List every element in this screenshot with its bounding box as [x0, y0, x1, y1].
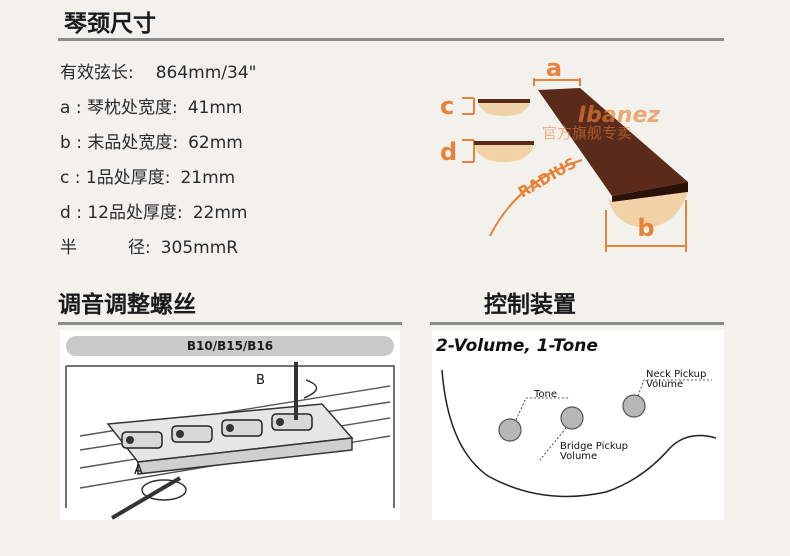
spec-label: d : 12品处厚度: — [60, 203, 183, 223]
saddle — [121, 431, 163, 449]
neck-volume-label-line2: Volume — [646, 379, 684, 390]
fretboard-edge — [612, 182, 688, 202]
spec-nut-width: a : 琴枕处宽度: 41mm — [60, 93, 242, 118]
neck-section-rule — [58, 38, 724, 41]
radius-label: RADIUS — [515, 154, 580, 202]
body-outline — [66, 365, 395, 508]
neck-volume-knob — [622, 394, 646, 418]
control-section-title: 控制装置 — [484, 292, 576, 318]
control-diagram-title: 2-Volume, 1-Tone — [436, 336, 598, 356]
neck-heel-profile — [608, 192, 688, 228]
neck-volume-label-line1: Neck Pickup — [646, 369, 707, 380]
tuning-section-rule — [58, 322, 402, 325]
rotation-arrow-a — [141, 479, 187, 501]
neck-section-title: 琴颈尺寸 — [64, 11, 156, 37]
dim-a-label: a — [546, 54, 562, 82]
saddle — [171, 425, 213, 443]
label-a: A — [134, 463, 143, 478]
spec-value: 21mm — [180, 168, 236, 188]
saddle — [271, 413, 313, 431]
neck-leader — [637, 379, 712, 397]
bridge-volume-knob — [560, 406, 584, 430]
bridge-volume-label-line1: Bridge Pickup — [560, 441, 629, 452]
screwdriver-a — [110, 476, 182, 520]
profile-d-board — [474, 141, 534, 145]
rotation-arrow-b — [303, 379, 318, 399]
ibanez-logo: Ibanez — [578, 103, 660, 128]
bridge-leader — [539, 427, 567, 461]
spec-value: 22mm — [192, 203, 248, 223]
dim-c-label: c — [440, 92, 454, 120]
tone-label: Tone — [534, 389, 558, 400]
dim-d-label: d — [440, 138, 457, 166]
spec-value: 41mm — [187, 98, 243, 118]
spec-last-fret-width: b : 末品处宽度: 62mm — [60, 128, 243, 153]
spec-value: 305mmR — [160, 238, 239, 258]
spec-label: b : 末品处宽度: — [60, 133, 179, 153]
spec-scale-length: 有效弦长: 864mm/34" — [60, 58, 256, 83]
spec-radius: 半 径: 305mmR — [60, 233, 238, 258]
spec-label: 有效弦长: — [60, 63, 134, 83]
spec-label: c : 1品处厚度: — [60, 168, 171, 188]
tone-leader — [515, 397, 570, 421]
control-diagram-panel: 2-Volume, 1-Tone Tone Bridge Pickup Volu… — [432, 330, 724, 520]
guitar-body-outline — [441, 369, 717, 498]
control-section-rule — [430, 322, 724, 325]
spec-first-fret-thickness: c : 1品处厚度: 21mm — [60, 163, 235, 188]
shop-watermark: 官方旗舰专卖 — [542, 124, 632, 142]
spec-value: 864mm/34" — [155, 63, 257, 83]
dim-b-label: b — [637, 214, 654, 242]
profile-c-board — [478, 99, 530, 103]
bridge-models-header: B10/B15/B16 — [66, 336, 394, 356]
neck-dimension-diagram: a Ibanez 官方旗舰专卖 c d RADIUS b — [440, 54, 688, 252]
saddle — [221, 419, 263, 437]
control-diagram — [441, 369, 717, 498]
profile-c-shape — [478, 102, 530, 116]
spec-value: 62mm — [188, 133, 243, 153]
spec-label: 半 径: — [60, 238, 151, 258]
radius-arc — [489, 159, 583, 237]
bridge-baseplate-edge — [137, 437, 353, 475]
bridge-diagram: B A — [65, 362, 395, 520]
spec-label: a : 琴枕处宽度: — [60, 98, 178, 118]
profile-d-shape — [474, 144, 534, 162]
tone-knob — [498, 418, 522, 442]
spec-12th-fret-thickness: d : 12品处厚度: 22mm — [60, 198, 247, 223]
bridge-diagram-panel: B10/B15/B16 B — [60, 330, 400, 520]
label-b: B — [256, 373, 265, 388]
tuning-section-title: 调音调整螺丝 — [58, 292, 196, 318]
bridge-volume-label-line2: Volume — [560, 451, 598, 462]
fretboard-shape — [538, 88, 688, 196]
